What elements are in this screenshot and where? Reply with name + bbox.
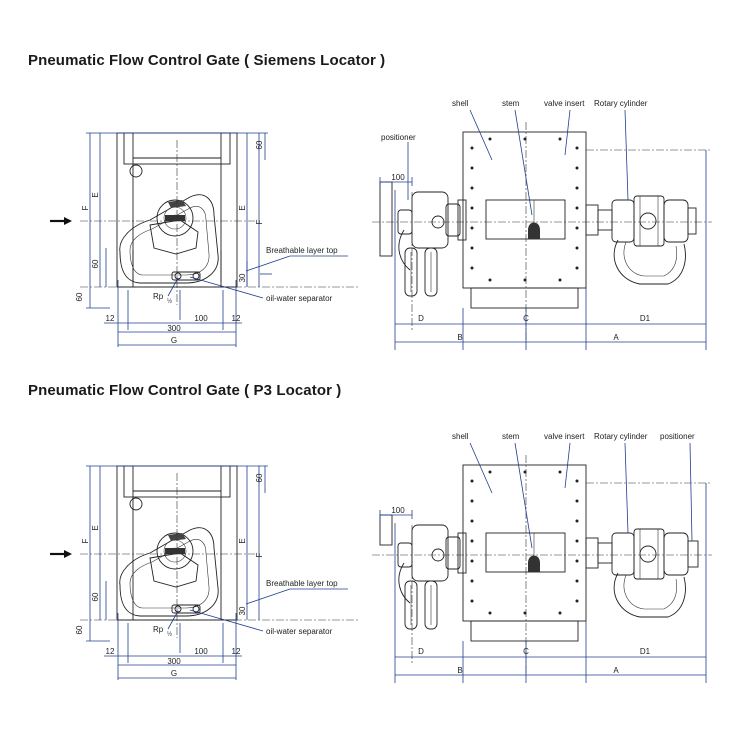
- dim-e-right: E: [238, 538, 247, 543]
- shell-bolts: [470, 137, 579, 282]
- dim-f-left: F: [81, 205, 90, 210]
- dim-100-positioner: 100: [391, 173, 405, 182]
- left-flange: [116, 465, 134, 621]
- positioner-label: positioner: [660, 432, 695, 441]
- dim-f-right: F: [255, 219, 264, 224]
- shell-base: [470, 620, 579, 642]
- right-flange: [220, 132, 238, 288]
- positioner-label: positioner: [381, 133, 416, 142]
- dim-30: 30: [238, 606, 247, 615]
- dim-f-left: F: [81, 538, 90, 543]
- gate-drawing: 60 E F 60 60 E F 30 12 100 12 300 G Rp ½…: [50, 432, 712, 683]
- dim-g: G: [171, 336, 177, 345]
- valve-window: [485, 532, 566, 573]
- side-view: [50, 465, 360, 680]
- bolt-circle: [129, 164, 143, 178]
- dim-e-left: E: [91, 525, 100, 530]
- rotary-cylinder: [611, 532, 635, 576]
- shell-body: [462, 464, 587, 622]
- rotary-cylinder: [611, 199, 635, 243]
- dim-60-left: 60: [91, 592, 100, 601]
- left-flange: [116, 132, 134, 288]
- section-title: Pneumatic Flow Control Gate ( Siemens Lo…: [28, 52, 386, 69]
- dim-100: 100: [194, 314, 208, 323]
- dim-12-right: 12: [232, 314, 241, 323]
- rotary-cylinder-label: Rotary cylinder: [594, 432, 648, 441]
- dim-f-right: F: [255, 552, 264, 557]
- rotor-disc: [156, 532, 194, 570]
- front-view: [372, 442, 712, 683]
- dim-300: 300: [167, 657, 181, 666]
- shell-bolts: [470, 470, 579, 615]
- shell-label: shell: [452, 99, 469, 108]
- dim-60-top: 60: [255, 473, 264, 482]
- dim-30: 30: [238, 273, 247, 282]
- rp-fraction: ½: [167, 298, 172, 305]
- dim-a: A: [613, 666, 619, 675]
- positioner-bracket: [379, 514, 393, 546]
- bolt-circle: [129, 497, 143, 511]
- section-siemens-locator: Pneumatic Flow Control Gate ( Siemens Lo…: [0, 40, 750, 380]
- right-flange: [220, 465, 238, 621]
- rp-label: Rp: [153, 292, 164, 301]
- oil-water-separator-label: oil-water separator: [266, 294, 333, 303]
- breathable-layer-label: Breathable layer top: [266, 246, 338, 255]
- shell-body: [462, 131, 587, 289]
- dim-60-left: 60: [91, 259, 100, 268]
- gate-body: [119, 194, 219, 284]
- positioner-housing: [411, 524, 449, 582]
- shell-base: [470, 287, 579, 309]
- dim-60-outer: 60: [75, 625, 84, 634]
- side-view: [50, 132, 360, 347]
- gate-body: [119, 527, 219, 617]
- dim-b: B: [457, 666, 462, 675]
- stem-label: stem: [502, 432, 520, 441]
- shell-label: shell: [452, 432, 469, 441]
- dim-300: 300: [167, 324, 181, 333]
- oil-water-separator-label: oil-water separator: [266, 627, 333, 636]
- valve-insert-label: valve insert: [544, 99, 585, 108]
- rotor-disc: [156, 199, 194, 237]
- section-title: Pneumatic Flow Control Gate ( P3 Locator…: [28, 382, 342, 399]
- dim-12-right: 12: [232, 647, 241, 656]
- front-view: [372, 109, 712, 350]
- dim-60-outer: 60: [75, 292, 84, 301]
- dim-60-top: 60: [255, 140, 264, 149]
- dim-d: D: [418, 647, 424, 656]
- dim-c: C: [523, 314, 529, 323]
- dim-d: D: [418, 314, 424, 323]
- flow-arrow-icon: [50, 217, 72, 225]
- gate-drawing: 60 E F 60 60 E F 30 12 100 12 300 G Rp ½…: [50, 99, 712, 350]
- valve-insert-label: valve insert: [544, 432, 585, 441]
- valve-window: [485, 199, 566, 240]
- dim-d1: D1: [640, 314, 651, 323]
- rp-fraction: ½: [167, 631, 172, 638]
- stem-label: stem: [502, 99, 520, 108]
- dim-c: C: [523, 647, 529, 656]
- dim-e-right: E: [238, 205, 247, 210]
- dim-12-left: 12: [106, 314, 115, 323]
- positioner-housing: [411, 191, 449, 249]
- dim-b: B: [457, 333, 462, 342]
- dim-e-left: E: [91, 192, 100, 197]
- dim-d1: D1: [640, 647, 651, 656]
- breathable-layer-label: Breathable layer top: [266, 579, 338, 588]
- flow-arrow-icon: [50, 550, 72, 558]
- dim-100: 100: [194, 647, 208, 656]
- dim-g: G: [171, 669, 177, 678]
- dim-a: A: [613, 333, 619, 342]
- dim-12-left: 12: [106, 647, 115, 656]
- section-p3-locator: Pneumatic Flow Control Gate ( P3 Locator…: [0, 370, 750, 710]
- rotary-cylinder-label: Rotary cylinder: [594, 99, 648, 108]
- rp-label: Rp: [153, 625, 164, 634]
- positioner-bracket: [379, 181, 393, 257]
- dim-100-positioner: 100: [391, 506, 405, 515]
